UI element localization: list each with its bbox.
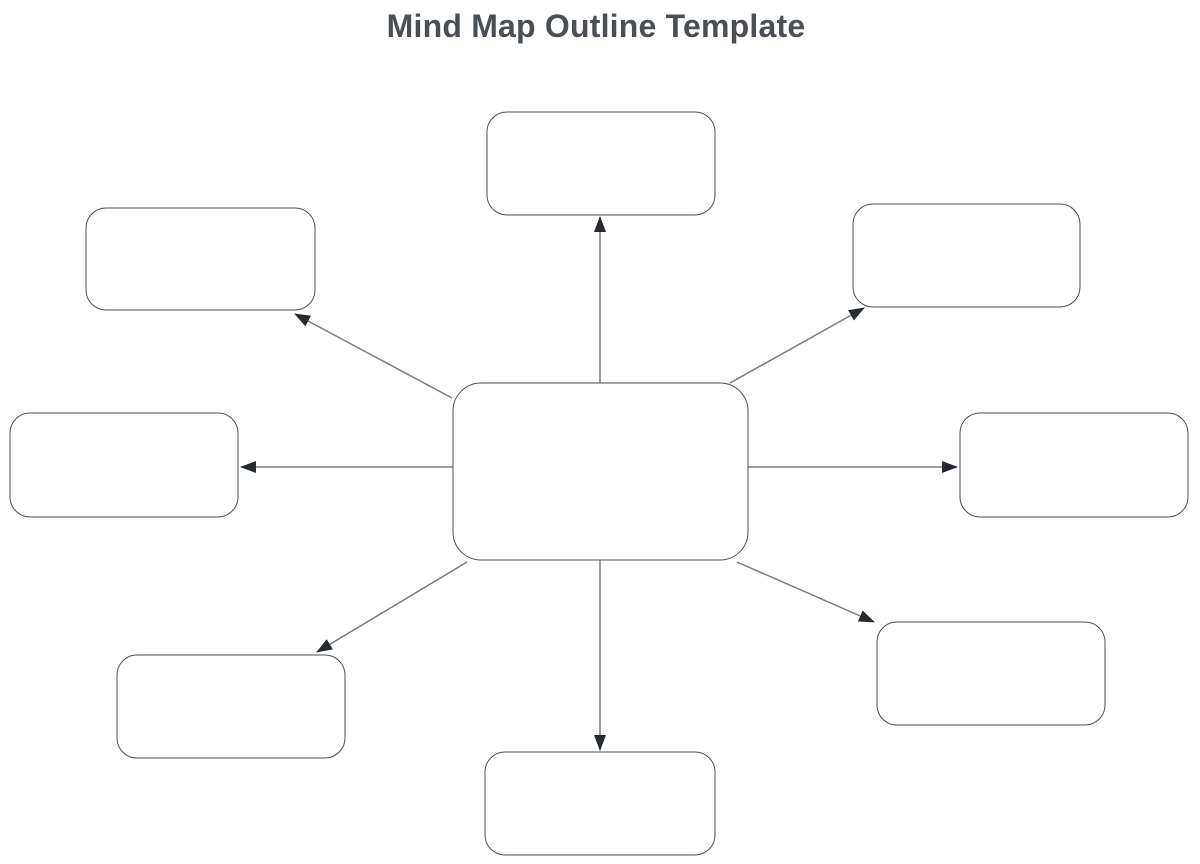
edge-center-to-top-right [729,307,865,384]
node-branch-left[interactable] [9,412,239,518]
node-branch-top[interactable] [486,111,716,216]
edge-center-to-bottom-right [736,561,875,623]
page-title: Mind Map Outline Template [386,8,806,44]
node-branch-bottom[interactable] [484,751,716,856]
node-branch-top-left[interactable] [85,207,316,311]
node-branch-top-right[interactable] [852,203,1081,308]
node-central-topic[interactable] [452,382,749,561]
edge-center-to-bottom-left [316,561,468,653]
node-branch-bottom-left[interactable] [116,654,346,759]
edge-center-to-top-left [294,313,453,399]
node-branch-bottom-right[interactable] [876,621,1106,726]
node-branch-right[interactable] [959,412,1189,518]
